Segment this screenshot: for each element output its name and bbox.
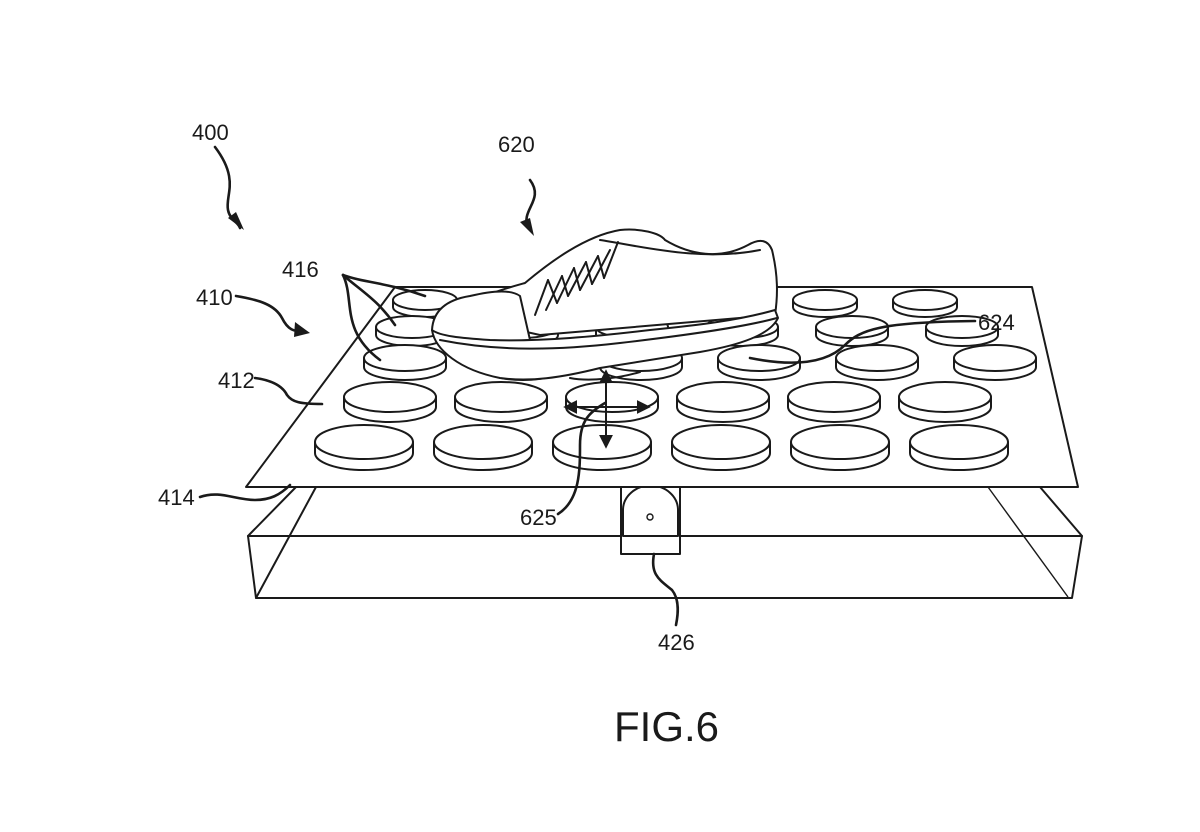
label-426: 426 [658, 630, 695, 655]
label-414: 414 [158, 485, 195, 510]
disc [953, 344, 1037, 381]
disc [898, 381, 992, 423]
disc [787, 381, 881, 423]
disc [433, 424, 533, 471]
disc [815, 315, 889, 347]
label-416: 416 [282, 257, 319, 282]
label-410: 410 [196, 285, 233, 310]
disc [892, 289, 958, 318]
disc [835, 344, 919, 381]
shoe-toe-cap [431, 290, 531, 346]
disc [454, 381, 548, 423]
disc [552, 424, 652, 471]
base-housing [247, 486, 1083, 599]
disc [343, 381, 437, 423]
shoe-laces [534, 241, 619, 316]
label-625: 625 [520, 505, 557, 530]
disc [565, 381, 659, 423]
disc [792, 289, 858, 318]
leader-lines [198, 145, 977, 627]
actuator [620, 484, 681, 555]
shoe-upper [454, 228, 778, 336]
disc [790, 424, 890, 471]
disc [314, 424, 414, 471]
label-412: 412 [218, 368, 255, 393]
label-624: 624 [978, 310, 1015, 335]
figure-title: FIG.6 [614, 703, 719, 750]
disc [676, 381, 770, 423]
shoe [431, 228, 779, 381]
label-400: 400 [192, 120, 229, 145]
disc-elements [314, 289, 1037, 471]
label-620: 620 [498, 132, 535, 157]
disc [363, 344, 447, 381]
disc [909, 424, 1009, 471]
disc [671, 424, 771, 471]
disc [717, 344, 801, 381]
